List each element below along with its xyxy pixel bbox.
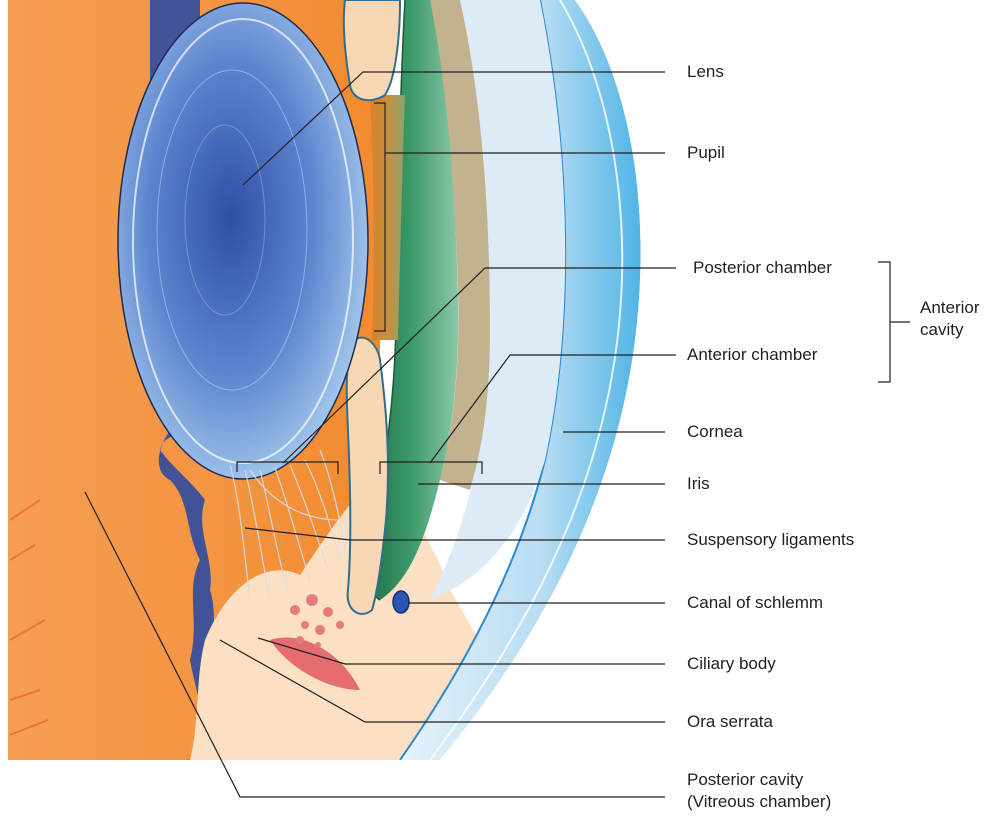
- label-posterior-cavity-line2: (Vitreous chamber): [687, 792, 831, 812]
- lens-shape: [118, 3, 368, 479]
- label-ora-serrata: Ora serrata: [687, 712, 773, 732]
- label-cornea: Cornea: [687, 422, 743, 442]
- label-posterior-chamber: Posterior chamber: [693, 258, 832, 278]
- label-ciliary-body: Ciliary body: [687, 654, 776, 674]
- label-lens: Lens: [687, 62, 724, 82]
- label-iris: Iris: [687, 474, 710, 494]
- label-anterior-cavity-line2: cavity: [920, 320, 963, 340]
- label-posterior-cavity-line1: Posterior cavity: [687, 770, 803, 790]
- label-suspensory-ligaments: Suspensory ligaments: [687, 530, 854, 550]
- label-canal-of-schlemm: Canal of schlemm: [687, 593, 823, 613]
- canal-of-schlemm-shape: [393, 591, 409, 613]
- label-pupil: Pupil: [687, 143, 725, 163]
- label-anterior-cavity-line1: Anterior: [920, 298, 980, 318]
- label-anterior-chamber: Anterior chamber: [687, 345, 817, 365]
- upper-iris-tip: [344, 0, 400, 100]
